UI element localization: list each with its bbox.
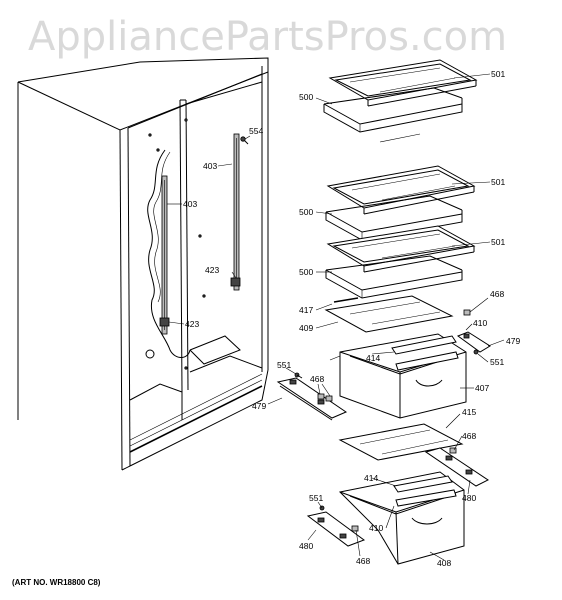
callout-468-lower-right: 468	[462, 431, 476, 441]
fasteners-468-551	[294, 309, 479, 402]
leader-lines	[167, 73, 505, 561]
glass-shelf-1	[328, 59, 478, 107]
callout-468-upper-right: 468	[490, 289, 504, 299]
callout-500-mid: 500	[299, 207, 313, 217]
callout-417: 417	[299, 305, 313, 315]
drawer-support-left-479	[276, 377, 348, 421]
fridge-cabinet	[17, 57, 269, 471]
drawer-support-left-480	[306, 505, 366, 547]
shelf-rail-left	[159, 175, 170, 335]
callout-479-right: 479	[506, 336, 520, 346]
callout-480-right: 480	[462, 493, 476, 503]
callout-554: 554	[249, 126, 263, 136]
callout-labels: 501 500 501 500 501 500 554 403 403 423 …	[183, 69, 520, 568]
drawer-support-right-479	[456, 331, 491, 353]
shelf-rail-right	[230, 133, 241, 291]
slide-rail-414a	[391, 335, 459, 371]
glass-shelf-3	[326, 225, 476, 273]
callout-423-left: 423	[185, 319, 199, 329]
crisper-cover-glass-409	[324, 295, 454, 333]
slide-rail-414b	[393, 475, 457, 507]
callout-407: 407	[475, 383, 489, 393]
callout-551-left: 551	[277, 360, 291, 370]
callout-403-right: 403	[203, 161, 217, 171]
callout-501-low: 501	[491, 237, 505, 247]
crisper-cover-glass-415	[338, 423, 464, 461]
callout-468-lower: 468	[356, 556, 370, 566]
callout-500-low: 500	[299, 267, 313, 277]
callout-468-left: 468	[310, 374, 324, 384]
callout-501-top: 501	[491, 69, 505, 79]
callout-409: 409	[299, 323, 313, 333]
crisper-drawer-407	[329, 333, 467, 419]
callout-479-left: 479	[252, 401, 266, 411]
drawer-support-right-480	[424, 447, 489, 487]
cover-frame-417	[333, 297, 359, 303]
callout-408: 408	[437, 558, 451, 568]
callout-410-upper: 410	[473, 318, 487, 328]
callout-403-left: 403	[183, 199, 197, 209]
callout-423-right: 423	[205, 265, 219, 275]
callout-480-left: 480	[299, 541, 313, 551]
watermark-text: AppliancePartsPros.com	[28, 14, 508, 60]
art-number: (ART NO. WR18800 C8)	[12, 578, 101, 587]
callout-500-top: 500	[299, 92, 313, 102]
callout-414-upper: 414	[366, 353, 380, 363]
callout-501-mid: 501	[491, 177, 505, 187]
shelf-frame-3	[325, 255, 463, 299]
callout-415: 415	[462, 407, 476, 417]
glass-shelf-2	[326, 165, 476, 215]
callout-551-right: 551	[490, 357, 504, 367]
callout-410-lower: 410	[369, 523, 383, 533]
callout-414-lower: 414	[364, 473, 378, 483]
callout-551-lower: 551	[309, 493, 323, 503]
shelf-frame-1	[323, 87, 463, 143]
